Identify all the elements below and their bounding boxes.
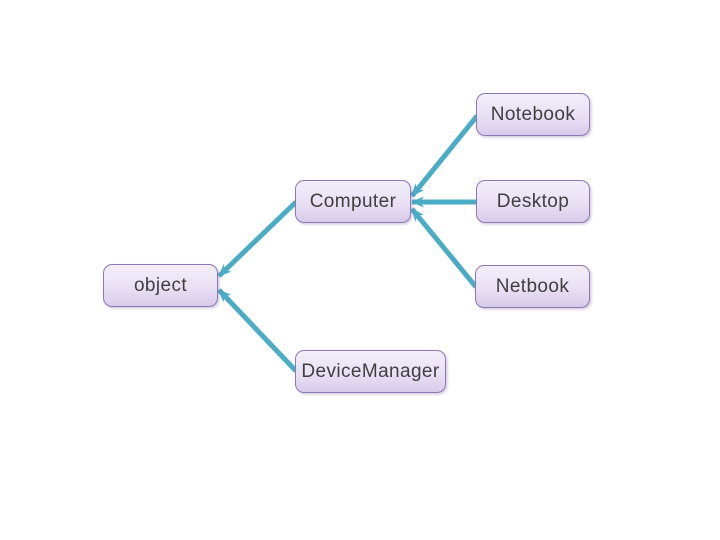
node-object: object	[103, 264, 218, 307]
node-notebook: Notebook	[476, 93, 590, 136]
edge-computer-to-object	[217, 200, 298, 278]
node-desktop-label: Desktop	[496, 190, 570, 212]
node-notebook-label: Notebook	[490, 103, 576, 125]
node-netbook-label: Netbook	[495, 275, 570, 297]
node-computer-label: Computer	[309, 190, 397, 212]
node-desktop: Desktop	[476, 180, 590, 223]
node-object-label: object	[133, 274, 188, 296]
edge-netbook-to-computer	[410, 207, 478, 289]
node-devicemanager: DeviceManager	[295, 350, 446, 393]
node-devicemanager-label: DeviceManager	[301, 360, 440, 382]
node-netbook: Netbook	[475, 265, 590, 308]
edge-notebook-to-computer	[410, 114, 479, 198]
edge-devicemanager-to-object	[217, 288, 298, 373]
node-computer: Computer	[295, 180, 411, 223]
